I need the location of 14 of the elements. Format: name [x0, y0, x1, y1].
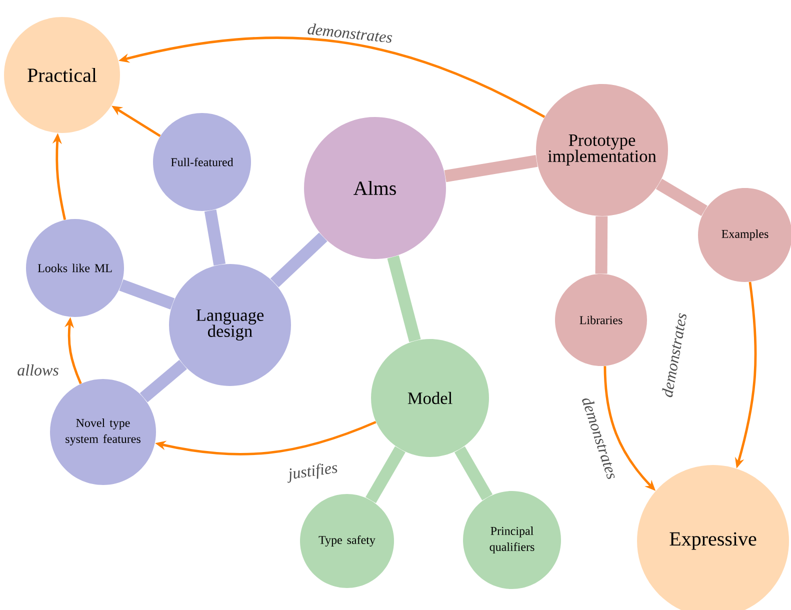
connector-band: [140, 360, 188, 402]
connector-band: [119, 279, 175, 310]
connector-band: [204, 210, 226, 266]
connector-band: [444, 155, 538, 182]
edge-label: demonstrates: [660, 310, 689, 400]
edge-label: demonstrates: [306, 21, 394, 45]
edge-label: justifies: [286, 460, 340, 484]
connector-band: [595, 216, 608, 274]
connector-band: [656, 178, 708, 216]
connector-band: [270, 232, 328, 288]
connector-band: [387, 255, 421, 342]
connector-band: [366, 446, 406, 504]
edge-label: allows: [16, 363, 60, 377]
connector-band: [454, 446, 493, 500]
